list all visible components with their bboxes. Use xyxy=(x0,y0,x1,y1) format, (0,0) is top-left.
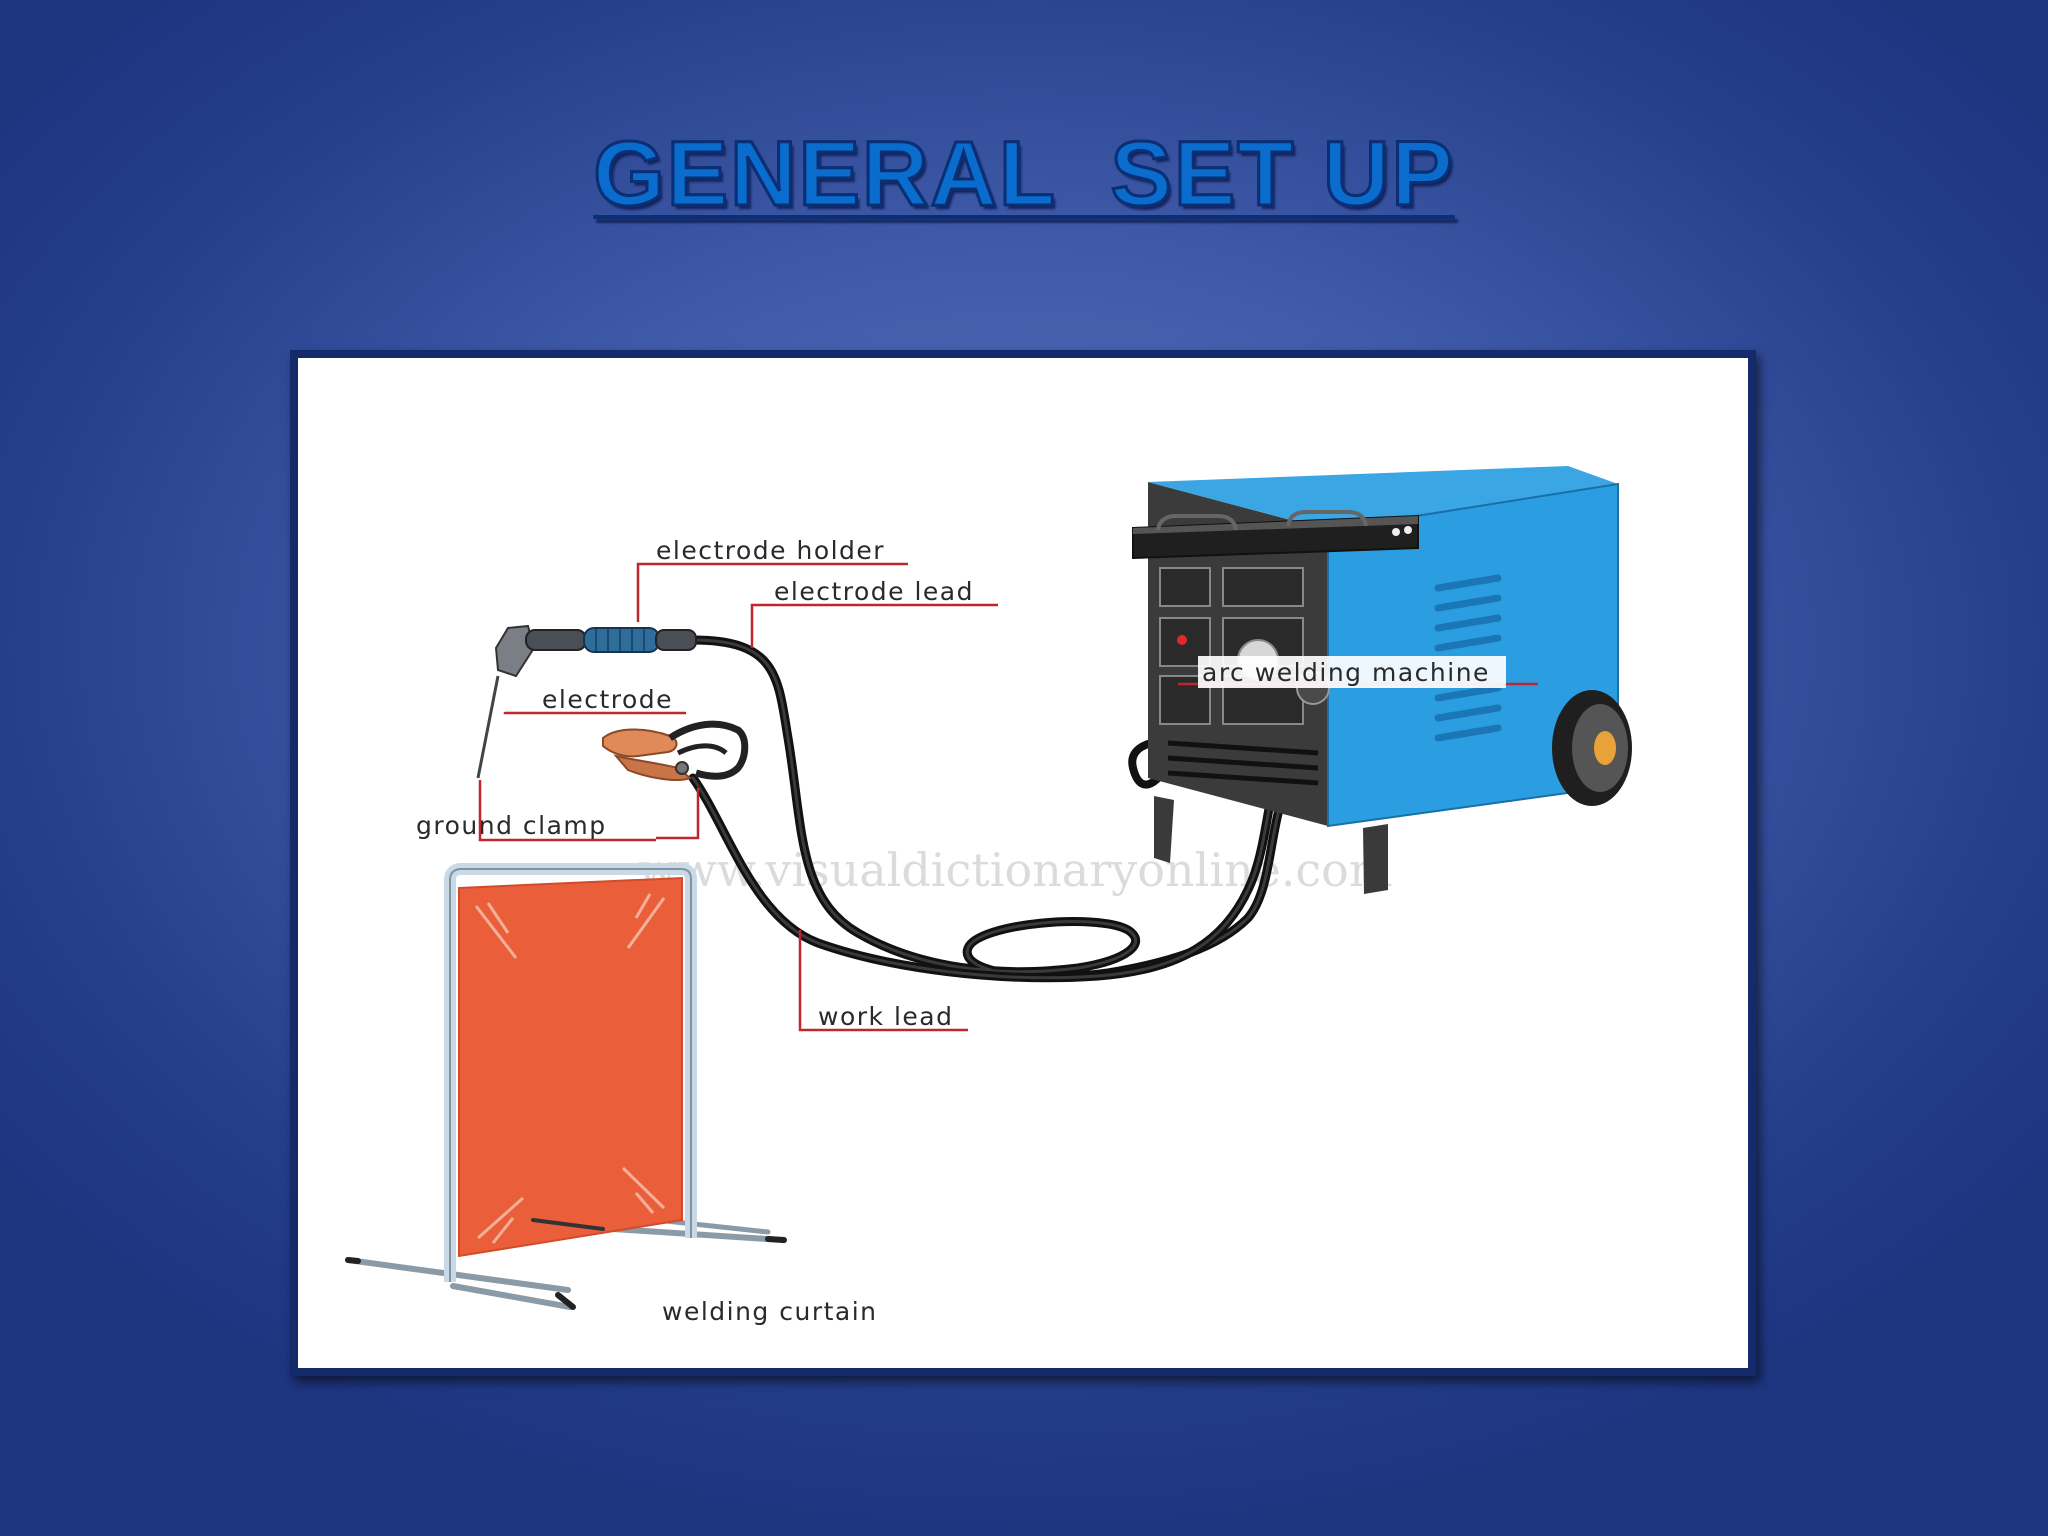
label-arc-welding-machine-backdrop xyxy=(1198,656,1506,688)
label-welding-curtain: welding curtain xyxy=(662,1297,878,1326)
welding-curtain-illustration xyxy=(345,863,787,1310)
label-work-lead: work lead xyxy=(818,1002,953,1031)
label-electrode: electrode xyxy=(542,685,673,714)
arc-welding-machine-illustration xyxy=(1132,466,1632,894)
electrode-holder-illustration xyxy=(476,624,697,779)
slide-title: GENERAL SET UP xyxy=(0,123,2048,225)
label-electrode-lead: electrode lead xyxy=(774,577,974,606)
diagram-frame: www.visualdictionaryonline.com xyxy=(290,350,1756,1376)
diagram-picture: www.visualdictionaryonline.com xyxy=(298,358,1748,1368)
slide-title-text: GENERAL SET UP xyxy=(592,123,1455,225)
label-ground-clamp: ground clamp xyxy=(416,811,607,840)
label-electrode-holder: electrode holder xyxy=(656,536,885,565)
cables-illustration xyxy=(688,635,1315,983)
ground-clamp-illustration xyxy=(602,720,749,781)
label-arc-welding-machine: arc welding machine xyxy=(1202,658,1490,687)
welding-setup-diagram: www.visualdictionaryonline.com xyxy=(345,466,1632,1326)
